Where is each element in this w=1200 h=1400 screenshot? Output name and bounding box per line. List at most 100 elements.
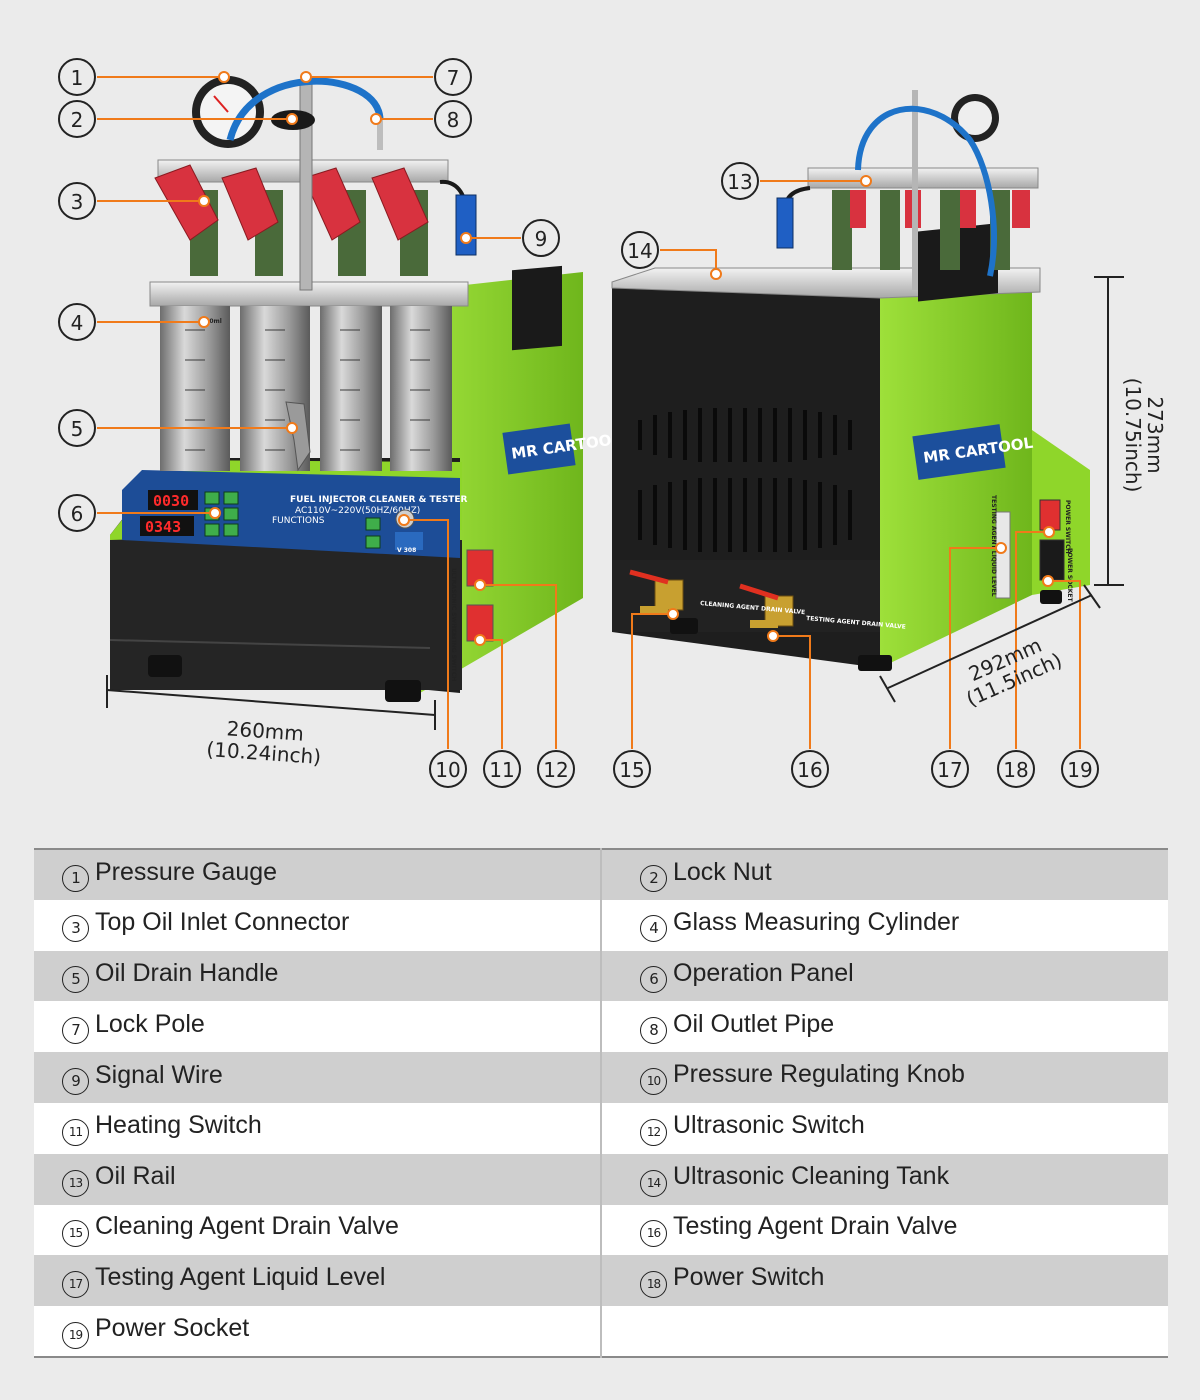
part-number: 9 [62, 1067, 89, 1095]
front-view-machine: 0030 0343 FUEL INJECTOR CLEANER & TESTER… [109, 76, 623, 702]
callout-circle [434, 58, 472, 96]
callout-marker: 13 [721, 162, 759, 200]
callout-circle [58, 409, 96, 447]
part-label: Oil Drain Handle [95, 958, 279, 987]
callout-number: 18 [1003, 758, 1028, 782]
callout-marker: 1 [58, 58, 96, 96]
part-number: 18 [640, 1271, 667, 1299]
ultrasonic-switch-label: ULTRASONIC SWITCH [450, 568, 457, 639]
callout-marker: 17 [931, 750, 969, 788]
callout-circle [58, 303, 96, 341]
callout-marker: 9 [522, 219, 560, 257]
height-mm-label: 273mm [1143, 396, 1167, 473]
part-label: Cleaning Agent Drain Valve [95, 1212, 399, 1241]
liquid-level-label: TESTING AGENT LIQUID LEVEL [990, 495, 997, 597]
cleaning-agent-drain-valve[interactable] [629, 569, 684, 614]
table-cell [601, 1306, 1168, 1357]
part-label: Ultrasonic Cleaning Tank [673, 1161, 950, 1190]
part-label: Signal Wire [95, 1060, 223, 1089]
panel-voltage: AC110V~220V(50HZ/60HZ) [295, 506, 420, 516]
callout-number: 17 [937, 758, 962, 782]
callout-marker: 10 [429, 750, 467, 788]
brand-logo-back [912, 424, 1006, 480]
callout-number: 5 [71, 417, 84, 441]
height-inch-label: (10.75inch) [1121, 378, 1145, 493]
callout-circle [58, 100, 96, 138]
callout-marker: 14 [621, 231, 659, 269]
callout-number: 9 [535, 227, 548, 251]
part-number: 19 [62, 1321, 89, 1349]
part-number: 13 [62, 1169, 89, 1197]
callout-circle [58, 58, 96, 96]
part-number: 16 [640, 1220, 667, 1248]
callout-number: 14 [627, 239, 652, 263]
part-number: 14 [640, 1169, 667, 1197]
part-label: Lock Nut [673, 857, 772, 886]
part-label: Lock Pole [95, 1009, 205, 1038]
part-number: 10 [640, 1068, 667, 1096]
callout-circle [997, 750, 1035, 788]
part-number: 4 [640, 915, 667, 943]
callout-circle [58, 494, 96, 532]
part-label: Top Oil Inlet Connector [95, 908, 350, 937]
callout-marker: 15 [613, 750, 651, 788]
callout-marker: 6 [58, 494, 96, 532]
part-number: 12 [640, 1118, 667, 1146]
callout-marker: 4 [58, 303, 96, 341]
callout-circle [1061, 750, 1099, 788]
callout-circle [931, 750, 969, 788]
panel-functions: FUNCTIONS [272, 516, 325, 526]
part-number: 6 [640, 965, 667, 993]
callout-number: 1 [71, 66, 84, 90]
callout-marker: 3 [58, 182, 96, 220]
callout-marker: 12 [537, 750, 575, 788]
heating-switch-label: HEATING SWITCH [450, 623, 457, 681]
callout-lines [97, 71, 1081, 749]
part-number: 5 [62, 965, 89, 993]
part-number: 7 [62, 1016, 89, 1044]
callout-number: 15 [619, 758, 644, 782]
back-view-machine: MR CARTOOL TESTING AGENT LIQUID LEVEL PO… [611, 90, 1090, 671]
testing-agent-drain-valve[interactable] [739, 583, 794, 628]
part-label: Heating Switch [95, 1110, 262, 1139]
callout-number: 13 [727, 170, 752, 194]
callout-circle [791, 750, 829, 788]
callout-number: 12 [543, 758, 568, 782]
power-socket [1039, 539, 1065, 581]
callout-circle [483, 750, 521, 788]
callout-number: 3 [71, 190, 84, 214]
callout-number: 19 [1067, 758, 1092, 782]
power-switch[interactable] [1039, 499, 1061, 531]
callout-circle [522, 219, 560, 257]
power-switch-label: POWER SWITCH [1064, 500, 1071, 554]
callout-marker: 7 [434, 58, 472, 96]
callout-marker: 18 [997, 750, 1035, 788]
callout-circle [613, 750, 651, 788]
brand-logo-front [502, 423, 576, 475]
part-number: 1 [62, 864, 89, 892]
front-oil-outlet-pipe [226, 77, 384, 141]
cylinder-unit-label: 100ml [201, 318, 222, 325]
part-number: 2 [640, 864, 667, 892]
